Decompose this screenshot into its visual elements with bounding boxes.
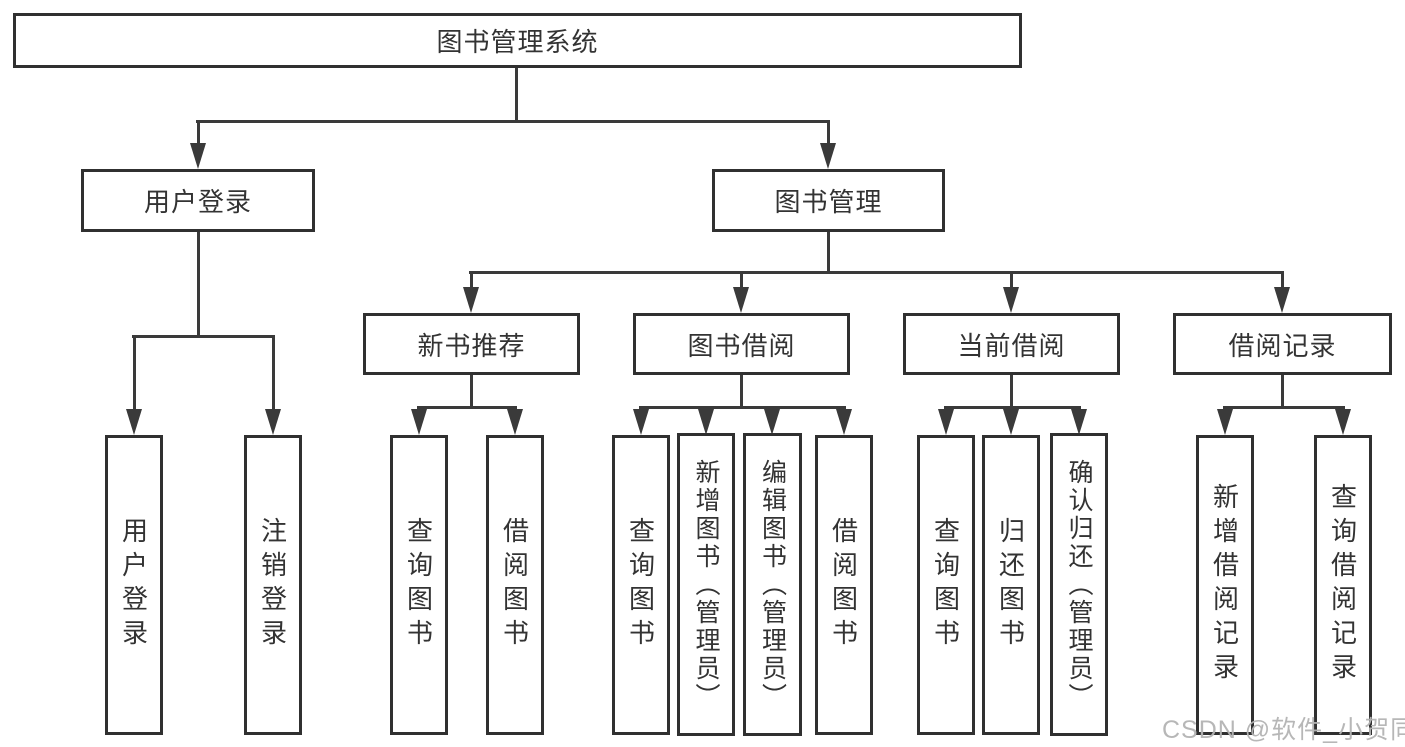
connector-newbook-hbar [417,406,517,409]
connector-mgmt-to-current [1010,271,1013,287]
connector-root-to-mgmt [827,120,830,143]
leaf-return-book: 归还图书 [982,435,1040,735]
connector-root-stub [515,68,518,120]
node-library-system: 图书管理系统 [13,13,1022,68]
arrowhead-to-add-record [1217,409,1233,435]
node-new-book-rec: 新书推荐 [363,313,580,375]
connector-mgmt-to-newbook [470,271,473,287]
leaf-add-borrow-record: 新增借阅记录 [1196,435,1254,735]
node-book-mgmt: 图书管理 [712,169,945,232]
arrowhead-to-query-record [1335,409,1351,435]
connector-login-stub [197,232,200,335]
leaf-query-book-borrow: 查询图书 [612,435,670,735]
arrowhead-to-current-borrow [1003,287,1019,313]
leaf-edit-book-admin: 编辑图书（管理员） [743,433,802,736]
arrowhead-to-add-book [698,409,714,435]
connector-login-hbar [132,335,275,338]
arrowhead-to-book-borrow [733,287,749,313]
leaf-borrow-book-borrow: 借阅图书 [815,435,873,735]
connector-newbook-stub [470,375,473,406]
node-book-borrow: 图书借阅 [633,313,850,375]
connector-mgmt-to-records [1281,271,1284,287]
arrowhead-to-leaf-user-login [126,409,142,435]
csdn-watermark: CSDN @软件_小贺同学 [1162,716,1405,744]
arrowhead-to-return-book [1003,409,1019,435]
connector-login-to-leaf2 [272,335,275,409]
arrowhead-to-confirm-return [1071,409,1087,435]
arrowhead-to-borrow-book-a [507,409,523,435]
node-borrow-records: 借阅记录 [1173,313,1392,375]
arrowhead-to-edit-book [764,409,780,435]
leaf-query-book-rec: 查询图书 [390,435,448,735]
leaf-add-book-admin: 新增图书（管理员） [677,433,735,736]
arrowhead-to-borrow-book-b [836,409,852,435]
connector-records-stub [1281,375,1284,406]
leaf-query-book-current: 查询图书 [917,435,975,735]
arrowhead-to-query-book-a [411,409,427,435]
connector-borrow-stub [740,375,743,406]
connector-mgmt-to-borrow [740,271,743,287]
leaf-borrow-book-rec: 借阅图书 [486,435,544,735]
node-current-borrow: 当前借阅 [903,313,1120,375]
node-user-login: 用户登录 [81,169,315,232]
connector-current-hbar [944,406,1081,409]
arrowhead-to-new-book-rec [463,287,479,313]
leaf-query-borrow-record: 查询借阅记录 [1314,435,1372,735]
arrowhead-to-book-mgmt [820,143,836,169]
arrowhead-to-query-book-c [938,409,954,435]
leaf-logout: 注销登录 [244,435,302,735]
connector-current-stub [1010,375,1013,406]
connector-login-to-leaf1 [133,335,136,409]
arrowhead-to-query-book-b [633,409,649,435]
leaf-confirm-return-admin: 确认归还（管理员） [1050,433,1108,736]
connector-root-to-login [197,120,200,143]
connector-records-hbar [1223,406,1345,409]
arrowhead-to-leaf-logout [265,409,281,435]
arrowhead-to-borrow-records [1274,287,1290,313]
connector-borrow-hbar [639,406,846,409]
connector-mgmt-hbar [469,271,1284,274]
arrowhead-to-user-login [190,143,206,169]
connector-root-hbar [196,120,830,123]
connector-mgmt-stub [827,232,830,271]
leaf-user-login: 用户登录 [105,435,163,735]
